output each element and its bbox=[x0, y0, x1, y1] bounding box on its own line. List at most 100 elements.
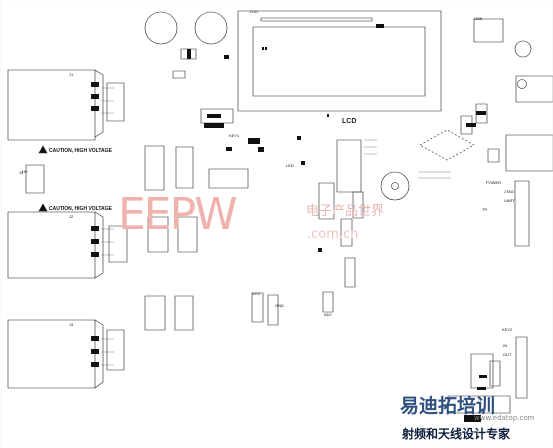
label-jtag: JTAG bbox=[504, 189, 514, 194]
label-j4: J4 bbox=[19, 170, 24, 175]
right-small-block bbox=[487, 148, 500, 163]
pin-j3-a bbox=[91, 336, 99, 341]
button-switch bbox=[380, 171, 410, 201]
button-top-right bbox=[514, 40, 532, 58]
right-header-1 bbox=[515, 75, 553, 103]
right-black-comp-2 bbox=[476, 111, 486, 115]
lcd-label: LCD bbox=[342, 118, 357, 125]
relay-outline-2 bbox=[106, 82, 125, 122]
watermark-chinese: 电子产品世界 bbox=[306, 204, 385, 219]
pin-j1-b bbox=[91, 94, 99, 99]
small-cap-1 bbox=[172, 70, 186, 79]
small-black-comp-2 bbox=[226, 147, 232, 151]
small-black-comp-5 bbox=[297, 136, 301, 140]
label-usb: USB bbox=[474, 16, 483, 21]
small-button-right bbox=[517, 79, 527, 89]
right-header-4 bbox=[515, 336, 528, 399]
label-out: OUT bbox=[503, 352, 512, 357]
bottom-chip-2 bbox=[267, 294, 279, 326]
ic-center-5 bbox=[344, 257, 356, 288]
bottom-black-comp-3 bbox=[477, 387, 486, 390]
connector-j1 bbox=[7, 69, 96, 141]
relay-outline-1 bbox=[108, 225, 128, 263]
top-right-header bbox=[473, 18, 504, 43]
ic-center-4 bbox=[318, 182, 335, 220]
bottom-right-outline bbox=[447, 395, 511, 414]
small-black-comp-9 bbox=[262, 47, 264, 50]
pin-j3-b bbox=[91, 349, 99, 354]
right-header-3 bbox=[514, 180, 530, 247]
pin-j2-c bbox=[91, 252, 99, 257]
lcd-connector-strip bbox=[260, 17, 373, 22]
bottom-right-block bbox=[470, 353, 494, 389]
bottom-chip-1 bbox=[251, 292, 264, 323]
pin-j1-a bbox=[91, 82, 99, 87]
connector-j1-edge bbox=[94, 69, 104, 138]
bottom-black-comp-2 bbox=[479, 375, 487, 378]
label-led: LED bbox=[286, 163, 294, 168]
label-j2: J2 bbox=[69, 214, 74, 219]
bottom-black-comp bbox=[464, 415, 481, 422]
label-gnd: GND bbox=[275, 303, 284, 308]
ic-center-2 bbox=[352, 191, 364, 219]
small-black-comp-7 bbox=[318, 248, 322, 252]
connector-j3-edge bbox=[94, 319, 104, 389]
lcd-window bbox=[252, 26, 426, 97]
component-cluster-5 bbox=[147, 216, 169, 253]
bottom-brand-url: www.edatop.com bbox=[474, 414, 535, 422]
label-tp: TP bbox=[482, 207, 488, 212]
watermark-url: .com.cn bbox=[307, 227, 359, 242]
right-small-block-2 bbox=[489, 360, 501, 387]
label-key2: KEY2 bbox=[502, 327, 513, 332]
warning-triangle-1 bbox=[38, 145, 48, 154]
regulator-tab-1 bbox=[204, 123, 224, 128]
label-hv: HV bbox=[22, 169, 28, 174]
pin-j2-a bbox=[91, 226, 99, 231]
warning-label-1: CAUTION, HIGH VOLTAGE bbox=[49, 148, 112, 154]
small-black-comp-1 bbox=[224, 55, 229, 59]
component-cluster-2 bbox=[175, 146, 194, 189]
bottom-brand-chinese: 射频和天线设计专家 bbox=[402, 427, 511, 441]
label-j1: J1 bbox=[69, 72, 74, 77]
relay-outline-3 bbox=[106, 329, 125, 371]
label-key1: KEY1 bbox=[229, 133, 240, 138]
component-cluster-6 bbox=[177, 216, 198, 253]
lcd-module-outline bbox=[237, 10, 442, 112]
top-left-regulator bbox=[200, 108, 234, 124]
bottom-brand-title: 易迪拓培训 bbox=[400, 395, 496, 417]
pin-j2-b bbox=[91, 239, 99, 244]
warning-label-2: CAUTION, HIGH VOLTAGE bbox=[49, 206, 112, 212]
vertical-part-right bbox=[475, 103, 488, 124]
dashed-footprint bbox=[419, 129, 475, 161]
regulator-tab-2 bbox=[207, 114, 221, 118]
button-switch-center bbox=[391, 182, 399, 190]
vertical-part-right-2 bbox=[460, 115, 473, 135]
small-black-comp-8 bbox=[376, 24, 384, 28]
connector-j2-edge bbox=[94, 211, 104, 279]
bottom-chip-3 bbox=[322, 291, 334, 313]
label-power: POWER bbox=[486, 180, 502, 185]
label-j3: J3 bbox=[69, 322, 74, 327]
label-lcd-ref: LCD bbox=[250, 9, 259, 14]
diode-band bbox=[187, 49, 191, 59]
warning-triangle-2 bbox=[38, 203, 48, 212]
component-cluster-4 bbox=[174, 295, 194, 331]
connector-j3 bbox=[7, 319, 96, 389]
connector-j2 bbox=[7, 211, 96, 279]
watermark-logo: EEPW bbox=[118, 189, 238, 240]
label-adj: ADJ bbox=[324, 312, 332, 317]
pin-j1-c bbox=[91, 106, 99, 111]
label-in: IN bbox=[503, 343, 507, 348]
regulator-block bbox=[208, 168, 249, 189]
connector-j4 bbox=[25, 164, 45, 194]
ic-center-3 bbox=[340, 218, 353, 247]
small-black-comp-6 bbox=[301, 161, 305, 165]
right-header-2 bbox=[505, 134, 553, 172]
capacitor-c2 bbox=[194, 11, 228, 45]
component-cluster-1 bbox=[144, 145, 165, 191]
ic-center-1 bbox=[336, 139, 362, 193]
small-black-comp-3 bbox=[248, 138, 260, 144]
